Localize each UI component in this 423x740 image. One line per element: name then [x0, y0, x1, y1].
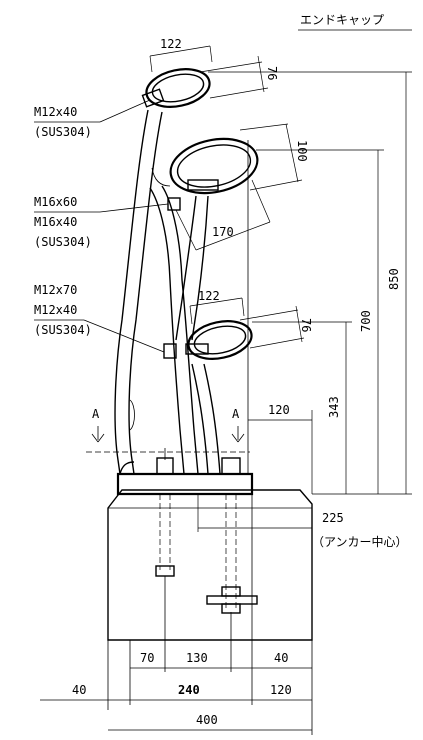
- dim-heights: 850 700 343: [208, 71, 412, 495]
- dim-offset120-top: 120: [268, 403, 290, 417]
- bolt-top-line2: (SUS304): [34, 125, 92, 139]
- dim-b130: 130: [186, 651, 208, 665]
- post-frame: [114, 109, 221, 475]
- dim-bottom: 70 130 40 40 240 120 400: [40, 494, 312, 731]
- dim-b240: 240: [178, 683, 200, 697]
- dim-mid-height: 100: [295, 140, 309, 162]
- dim-anchor-note: （アンカー中心）: [312, 534, 408, 549]
- dim-h343: 343: [327, 396, 341, 418]
- dim-top-rail: 122 76: [149, 37, 279, 99]
- anchor-bolt-left: [155, 448, 175, 577]
- dim-h850: 850: [387, 268, 401, 290]
- dim-b40-right: 40: [274, 651, 288, 665]
- callout-middle-bolt: M16x60 M16x40 (SUS304): [34, 195, 169, 249]
- rail-bottom: [163, 320, 253, 360]
- rail-top: [141, 68, 211, 108]
- section-mark-right: A: [232, 407, 240, 421]
- bolt-low-line1: M12x70: [34, 283, 77, 297]
- section-marks: A A: [86, 407, 250, 453]
- foundation-block: [107, 489, 313, 735]
- drawing-title: エンドキャップ: [300, 13, 384, 27]
- callout-bottom-bolt: M12x70 M12x40 (SUS304): [34, 283, 165, 353]
- dim-b120: 120: [270, 683, 292, 697]
- section-mark-left: A: [92, 407, 100, 421]
- dim-anchor-offset: 225: [322, 511, 344, 525]
- dim-b40-left: 40: [72, 683, 86, 697]
- dim-low-height: 76: [299, 318, 313, 332]
- bolt-low-line3: (SUS304): [34, 323, 92, 337]
- dim-anchor-center: 225 （アンカー中心）: [197, 494, 408, 549]
- anchor-bolt-right: [206, 457, 258, 614]
- dim-top-height: 76: [265, 66, 279, 80]
- dim-bottom-rail: 122 76: [189, 289, 313, 349]
- dim-mid-width: 170: [212, 225, 234, 239]
- bolt-top-line1: M12x40: [34, 105, 77, 119]
- rail-middle: [167, 137, 259, 211]
- base-plate: [116, 472, 254, 496]
- dim-low-width: 122: [198, 289, 220, 303]
- dim-offset-120-top: 120: [248, 403, 313, 494]
- bolt-mid-line3: (SUS304): [34, 235, 92, 249]
- dim-h700: 700: [359, 310, 373, 332]
- dim-top-width: 122: [160, 37, 182, 51]
- bolt-low-line2: M12x40: [34, 303, 77, 317]
- bolt-mid-line1: M16x60: [34, 195, 77, 209]
- dim-b400: 400: [196, 713, 218, 727]
- dim-b70: 70: [140, 651, 154, 665]
- bolt-mid-line2: M16x40: [34, 215, 77, 229]
- callout-top-bolt: M12x40 (SUS304): [34, 99, 151, 139]
- dim-middle-rail: 100 170: [175, 123, 309, 251]
